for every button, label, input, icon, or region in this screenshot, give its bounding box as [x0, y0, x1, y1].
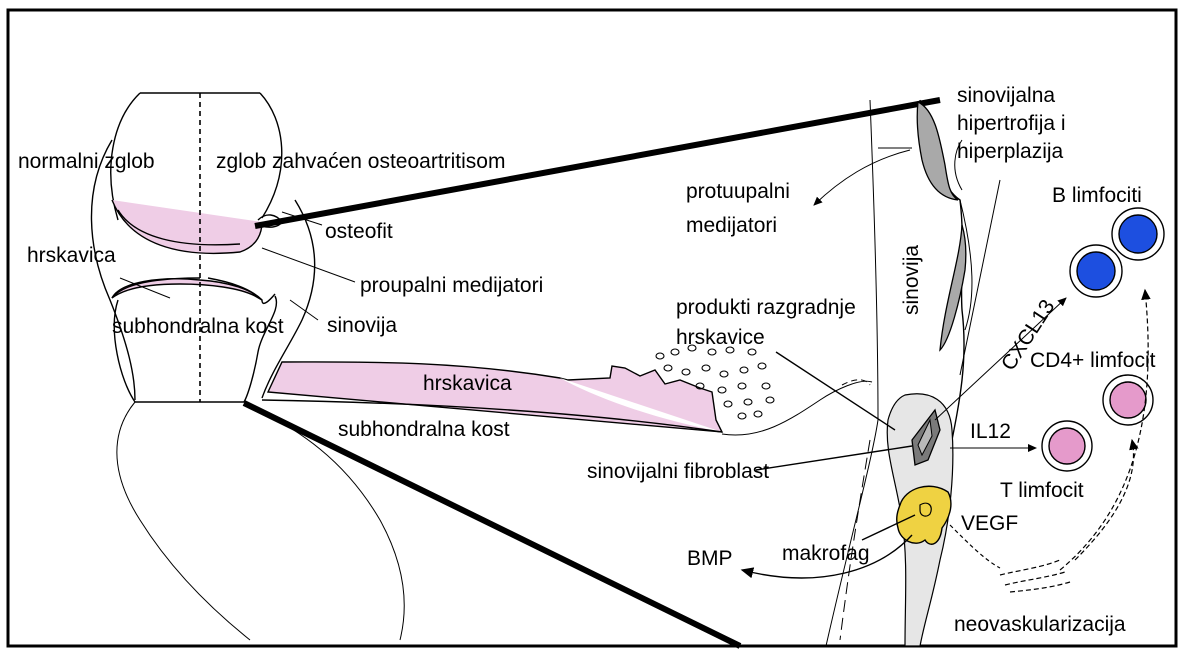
b-lymphocyte-2	[1070, 245, 1122, 297]
label-subchondral-zoom: subhondralna kost	[338, 418, 510, 441]
label-normal-joint: normalni zglob	[18, 150, 155, 173]
label-il12: IL12	[970, 420, 1011, 443]
label-fibroblast: sinovijalni fibroblast	[587, 460, 769, 483]
lower-cartilage	[112, 279, 262, 300]
b-lymphocyte-1	[1112, 208, 1164, 260]
label-cd4: CD4+ limfocit	[1030, 349, 1156, 372]
label-neovasc: neovaskularizacija	[954, 613, 1126, 636]
synovial-fold-mid	[940, 225, 966, 350]
label-osteophyte: osteofit	[325, 220, 393, 243]
label-b-cells: B limfociti	[1052, 184, 1142, 207]
t-lymphocyte	[1042, 421, 1092, 471]
label-macrophage: makrofag	[782, 542, 870, 565]
label-subchondral-left: subhondralna kost	[112, 315, 284, 338]
label-oa-joint: zglob zahvaćen osteoartritisom	[216, 150, 505, 173]
label-synovial-hyper-2: hipertrofija i	[957, 112, 1066, 135]
label-proinflammatory: proupalni medijatori	[360, 274, 543, 297]
label-anti-mediators-2: medijatori	[686, 214, 777, 237]
label-synovial-hyper-3: hiperplazija	[957, 140, 1064, 163]
label-synovium-vertical: sinovija	[900, 245, 923, 315]
label-anti-mediators-1: protuupalni	[686, 180, 790, 203]
synovial-fold-top	[917, 102, 958, 200]
label-degradation-2: hrskavice	[676, 326, 765, 349]
label-vegf: VEGF	[961, 512, 1018, 535]
label-synovium-left: sinovija	[327, 314, 397, 337]
label-bmp: BMP	[687, 547, 733, 570]
label-synovial-hyper-1: sinovijalna	[957, 84, 1055, 107]
label-t-cell: T limfocit	[1000, 479, 1084, 502]
neovascular-vessels	[1000, 560, 1070, 592]
label-cartilage-zoom: hrskavica	[423, 372, 512, 395]
label-degradation-1: produkti razgradnje	[676, 296, 856, 319]
label-cartilage-left: hrskavica	[27, 244, 116, 267]
